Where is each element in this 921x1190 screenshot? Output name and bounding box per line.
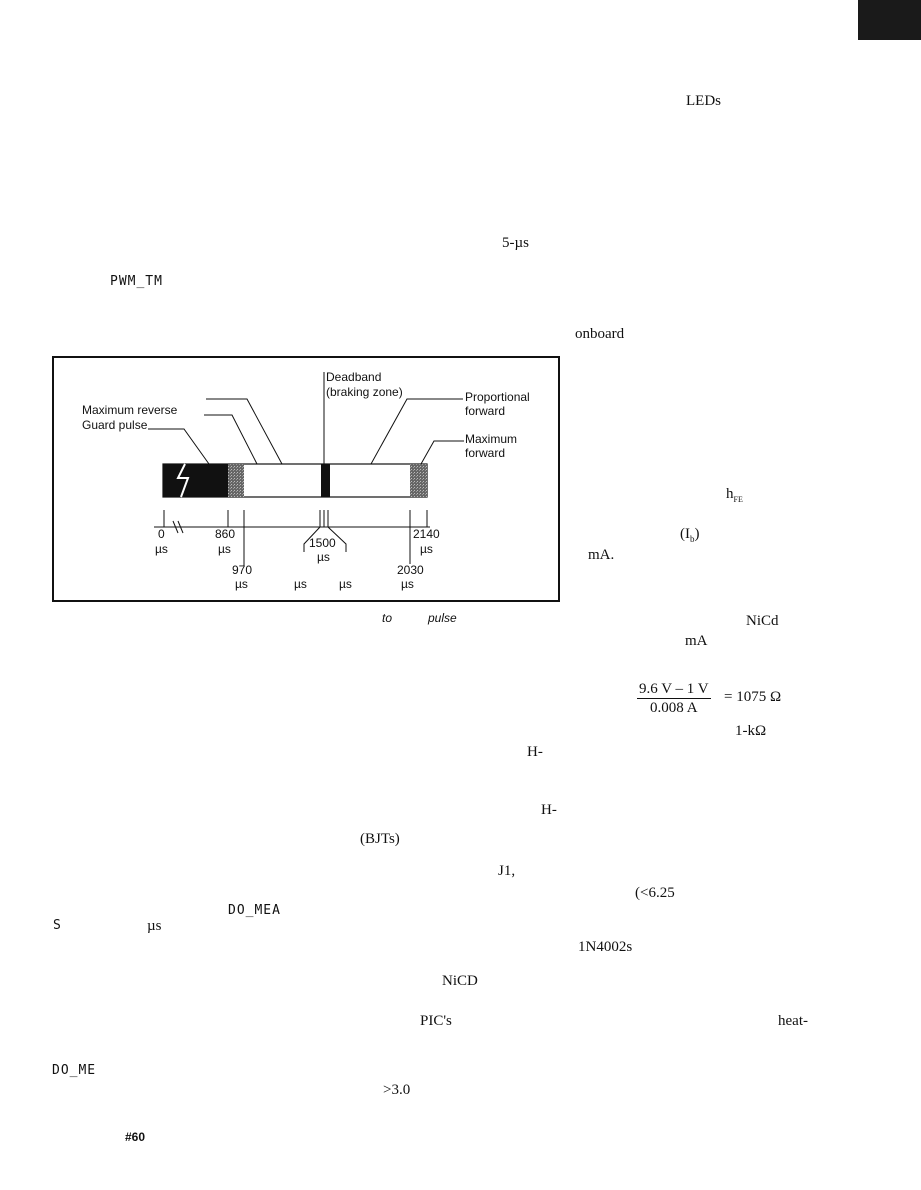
text-ma-1: mA. [588,547,615,563]
text-lt-625: (<6.25 [635,885,675,901]
leader-lines [148,372,464,465]
text-hfe: hFE [726,486,743,504]
text-heat: heat- [778,1013,808,1029]
text-h-1: H- [527,744,543,760]
max-reverse-zone [228,464,244,497]
text-gt-3: >3.0 [383,1082,411,1098]
text-pics: PIC's [420,1013,452,1029]
tick-2140-unit: µs [420,542,433,556]
label-guard-pulse: Guard pulse [82,418,148,432]
text-pwm-tm: PWM_TM [110,274,163,289]
tick-860: 860 [215,527,236,541]
resistor-equation: 9.6 V – 1 V 0.008 A [637,682,711,716]
text-1n4002: 1N4002s [578,939,633,955]
tick-970: 970 [232,563,253,577]
text-1k: 1-kΩ [735,723,767,739]
label-maximum: Maximum [465,432,518,446]
label-braking-zone: (braking zone) [326,385,403,399]
timeline [154,510,430,566]
text-leds: LEDs [686,93,721,109]
text-j1: J1, [498,863,516,879]
label-proportional: Proportional [465,390,530,404]
tick-2030: 2030 [397,563,424,577]
label-maximum-reverse: Maximum reverse [82,403,178,417]
text-onboard: onboard [575,326,625,342]
equation-denominator: 0.008 A [650,700,698,716]
text-bjts: (BJTs) [360,831,400,847]
pulse-width-figure: Deadband (braking zone) Proportional for… [52,356,560,602]
tick-1500-unit: µs [317,550,330,564]
text-nicd-2: NiCD [442,973,478,989]
text-do-mea: DO_MEA [228,903,281,918]
text-ib: (Ib) [680,526,700,544]
tick-2140: 2140 [413,527,440,541]
label-forward-1: forward [465,404,506,418]
caption-pulse: pulse [428,611,457,625]
tick-970-unit: µs [235,577,248,591]
label-forward-2: forward [465,446,506,460]
text-s: S [53,918,62,933]
tick-us-right: µs [339,577,352,591]
caption-to: to [382,611,393,625]
equation-numerator: 9.6 V – 1 V [637,681,711,699]
equation-result: = 1075 Ω [724,689,782,705]
break-mark [176,463,190,498]
tick-2030-unit: µs [401,577,414,591]
tick-1500: 1500 [309,536,336,550]
pulse-bar [162,463,428,498]
tick-860-unit: µs [218,542,231,556]
text-h-2: H- [541,802,557,818]
text-nicd-1: NiCd [746,613,779,629]
corner-scan-mark [858,0,921,40]
max-forward-zone [410,464,427,497]
label-deadband: Deadband [326,370,382,384]
text-us-fragment: µs [147,918,162,934]
text-ma-2: mA [685,633,708,649]
deadband-zone [321,464,330,497]
tick-0: 0 [158,527,165,541]
text-do-me: DO_ME [52,1063,97,1078]
tick-0-unit: µs [155,542,168,556]
tick-us-left: µs [294,577,307,591]
text-5us: 5-µs [502,235,529,251]
pulse-diagram [148,372,464,566]
issue-number: #60 [125,1130,146,1144]
guard-pulse-block [163,464,228,497]
